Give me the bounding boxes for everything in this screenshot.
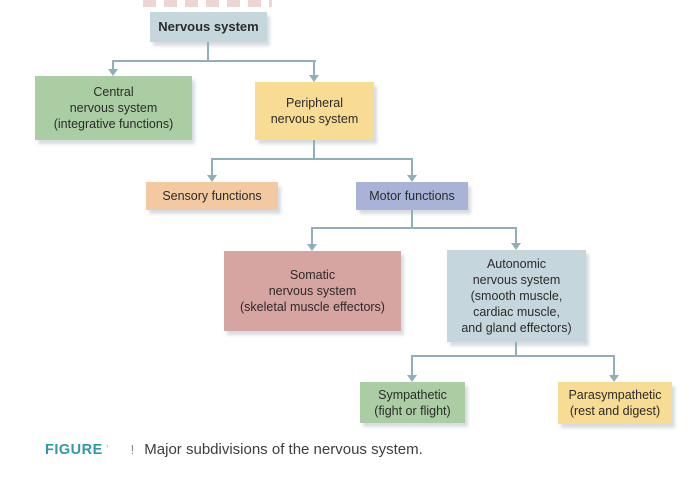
connector-stem-nervous [207, 42, 209, 61]
arrow-to-sensory-icon [207, 175, 217, 182]
node-somatic-nervous-system: Somatic nervous system (skeletal muscle … [224, 251, 401, 331]
node-sensory-functions: Sensory functions [146, 182, 278, 210]
connector-stem-autonomic [515, 342, 517, 357]
node-label-line: Somatic [289, 268, 336, 282]
node-motor-functions: Motor functions [356, 182, 468, 210]
connector-drop-peripheral [313, 60, 315, 75]
arrow-to-parasympathetic-icon [609, 375, 619, 382]
node-label-line: Peripheral [286, 96, 343, 110]
node-autonomic-nervous-system: Autonomic nervous system (smooth muscle,… [447, 250, 586, 342]
connector-drop-sympathetic [411, 355, 413, 375]
node-nervous-system: Nervous system [150, 12, 267, 42]
figure-number-faint-mark: ’ [105, 442, 109, 457]
node-label-line: nervous system [268, 284, 357, 298]
node-label-line: (integrative functions) [53, 117, 174, 131]
figure-caption: FIGURE ’ ! Major subdivisions of the ner… [45, 441, 423, 458]
node-peripheral-nervous-system: Peripheral nervous system [255, 82, 374, 140]
node-sympathetic: Sympathetic (fight or flight) [360, 382, 465, 423]
arrow-to-sympathetic-icon [407, 375, 417, 382]
node-label-line: Central [93, 85, 134, 99]
node-label: Sensory functions [162, 189, 262, 203]
arrow-to-somatic-icon [307, 244, 317, 251]
connector-drop-central [112, 60, 114, 70]
node-label-line: nervous system [270, 112, 359, 126]
node-label-line: nervous system [472, 273, 561, 287]
connector-drop-somatic [311, 227, 313, 244]
connector-bar-2 [211, 158, 413, 160]
node-label-line: nervous system [69, 101, 158, 115]
node-parasympathetic: Parasympathetic (rest and digest) [558, 382, 672, 424]
connector-drop-motor [411, 158, 413, 175]
node-label-line: cardiac muscle, [473, 305, 560, 319]
node-label-line: Sympathetic [378, 387, 447, 402]
arrow-to-autonomic-icon [511, 243, 521, 250]
connector-drop-parasympathetic [613, 355, 615, 375]
node-label-line: and gland effectors) [461, 321, 572, 335]
connector-stem-motor [411, 210, 413, 229]
connector-bar-3 [311, 227, 516, 229]
connector-bar-1 [112, 60, 316, 62]
node-label-line: (skeletal muscle effectors) [240, 300, 385, 314]
connector-stem-peripheral [313, 140, 315, 160]
node-label-line: Parasympathetic [568, 388, 662, 402]
node-label-line: (smooth muscle, [470, 289, 563, 303]
arrow-to-peripheral-icon [309, 75, 319, 82]
arrow-to-motor-icon [407, 175, 417, 182]
node-central-nervous-system: Central nervous system (integrative func… [35, 76, 192, 140]
caption-text: Major subdivisions of the nervous system… [144, 441, 423, 458]
cropped-text-remnant [143, 0, 272, 7]
figure-label: FIGURE [45, 442, 103, 458]
node-label-line: (rest and digest) [569, 404, 661, 418]
connector-bar-4 [411, 355, 614, 357]
node-label-line: Autonomic [486, 257, 547, 271]
connector-drop-sensory [211, 158, 213, 175]
connector-drop-autonomic [515, 227, 517, 243]
node-label: Nervous system [158, 19, 259, 34]
node-label-line: (fight or flight) [374, 403, 451, 418]
node-label: Motor functions [369, 189, 455, 203]
arrow-to-central-icon [108, 69, 118, 76]
figure-number-faint-mark: ! [130, 442, 135, 457]
